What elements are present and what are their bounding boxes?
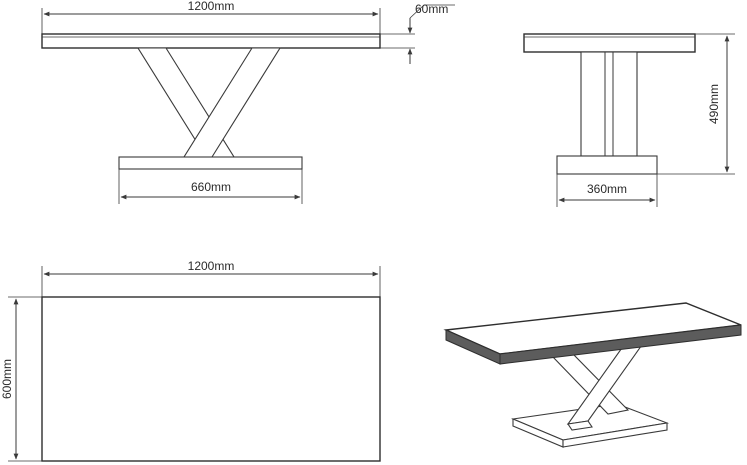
iso-tabletop-front-edge <box>499 324 742 365</box>
isometric-view <box>443 302 742 448</box>
front-tabletop <box>41 33 381 49</box>
front-base-label: 660mm <box>191 180 231 194</box>
height-label: 490mm <box>707 84 721 124</box>
side-column <box>580 51 638 157</box>
side-base-label: 360mm <box>587 182 627 196</box>
plan-depth-label: 600mm <box>0 359 14 399</box>
front-base <box>118 156 303 170</box>
plan-width-label: 1200mm <box>188 259 235 273</box>
plan-view: 1200mm 600mm <box>0 259 381 462</box>
front-view: 1200mm 660mm 60mm <box>41 0 455 204</box>
iso-leg-front-foot <box>567 420 593 431</box>
side-view: 490mm 360mm <box>523 33 735 207</box>
side-base <box>556 155 658 175</box>
thickness-leader <box>409 4 425 19</box>
thickness-label: 60mm <box>415 2 448 16</box>
iso-base-front-right <box>562 422 668 448</box>
plan-tabletop <box>41 296 381 462</box>
front-width-label: 1200mm <box>188 0 235 13</box>
